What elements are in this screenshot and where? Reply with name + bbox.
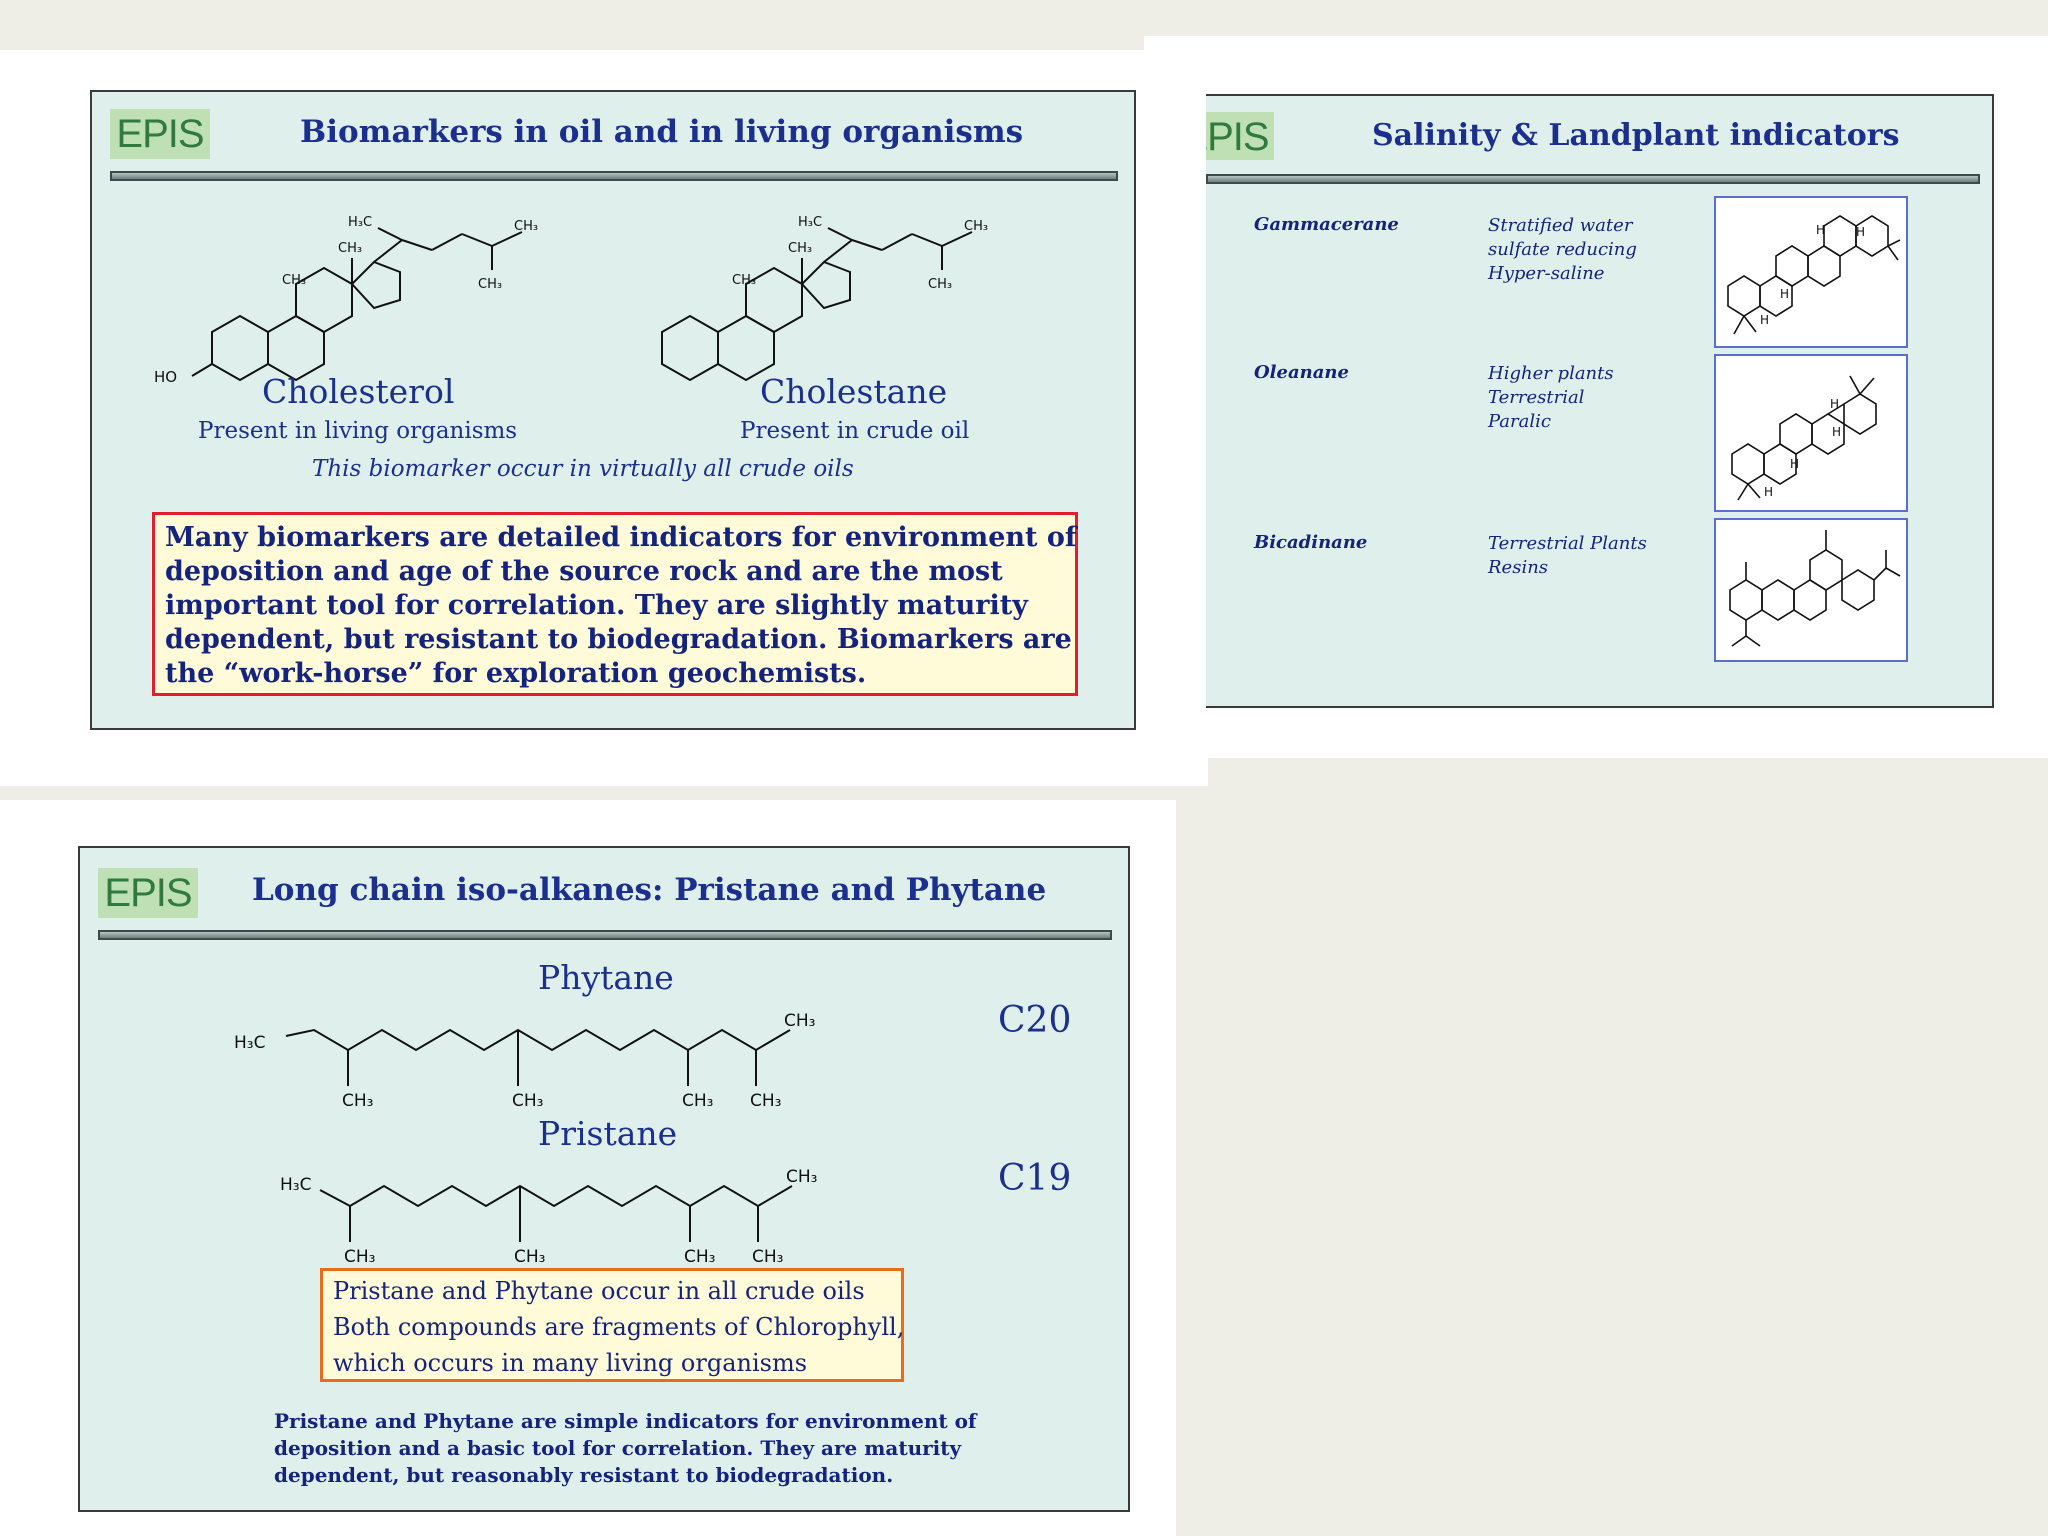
gammacerane-structure: H H H H: [1714, 196, 1908, 348]
h-label: H: [1816, 223, 1825, 237]
ch3-label: CH₃: [732, 273, 756, 288]
biomarker-desc-bicadinane: Terrestrial Plants Resins: [1488, 532, 1647, 580]
summary-line: Pristane and Phytane are simple indicato…: [274, 1409, 977, 1433]
note-line: Pristane and Phytane occur in all crude …: [333, 1277, 865, 1305]
biomarker-desc-oleanane: Higher plants Terrestrial Paralic: [1488, 362, 1614, 434]
pentacyclic-structure-icon: H H H H: [1731, 375, 1877, 501]
phytane-name: Phytane: [538, 958, 674, 997]
note-line: Both compounds are fragments of Chloroph…: [333, 1313, 905, 1341]
desc-line: sulfate reducing: [1488, 239, 1637, 260]
h-label: H: [1856, 225, 1865, 239]
ch3-label: CH₃: [750, 1091, 781, 1110]
h-label: H: [1764, 485, 1773, 499]
biomarker-name-bicadinane: Bicadinane: [1254, 532, 1368, 553]
phytane-carbon-count: C20: [998, 1000, 1072, 1041]
pentacyclic-structure-icon: H H H H: [1727, 215, 1901, 335]
h3c-label: H₃C: [348, 215, 372, 230]
pentacyclic-structure-icon: [1729, 530, 1901, 647]
summary-line: the “work-horse” for exploration geochem…: [165, 658, 867, 689]
ch3-label: CH₃: [342, 1091, 373, 1110]
pristane-carbon-count: C19: [998, 1158, 1072, 1199]
biomarker-desc-gammacerane: Stratified water sulfate reducing Hyper-…: [1488, 214, 1637, 286]
biomarker-summary-box: Many biomarkers are detailed indicators …: [152, 512, 1078, 696]
desc-line: Higher plants: [1488, 363, 1614, 384]
slide-biomarkers: EPIS Biomarkers in oil and in living org…: [90, 90, 1136, 730]
ch3-label: CH₃: [514, 219, 538, 234]
h3c-label: H₃C: [280, 1175, 311, 1195]
h-label: H: [1790, 457, 1799, 471]
slide-isoalkanes: EPIS Long chain iso-alkanes: Pristane an…: [78, 846, 1130, 1512]
ch3-label: CH₃: [752, 1247, 783, 1266]
epis-logo: EPIS: [110, 109, 210, 159]
oleanane-structure: H H H H: [1714, 354, 1908, 512]
ch3-label: CH₃: [786, 1167, 817, 1187]
h-label: H: [1832, 425, 1841, 439]
ch3-label: CH₃: [514, 1247, 545, 1266]
biomarker-name-gammacerane: Gammacerane: [1254, 214, 1399, 235]
slide-title: Salinity & Landplant indicators: [1372, 118, 1900, 153]
cholestane-name: Cholestane: [760, 372, 948, 411]
h-label: H: [1760, 313, 1769, 327]
summary-line: important tool for correlation. They are…: [165, 590, 1028, 621]
summary-line: dependent, but resistant to biodegradati…: [165, 624, 1072, 655]
slide-title: Biomarkers in oil and in living organism…: [300, 114, 1024, 150]
pristane-structure: H₃C CH₃ CH₃ CH₃ CH₃ CH₃: [280, 1167, 817, 1266]
cholesterol-structure: HO CH₃ CH₃ H₃C CH₃ CH₃: [154, 215, 538, 386]
phytane-structure: H₃C CH₃ CH₃ CH₃ CH₃ CH₃: [234, 1011, 815, 1110]
desc-line: Stratified water: [1488, 215, 1633, 236]
h-label: H: [1830, 397, 1839, 411]
title-divider: [110, 171, 1118, 181]
ho-label: HO: [154, 368, 177, 386]
summary-line: deposition and age of the source rock an…: [165, 556, 1003, 587]
slide-salinity: EPIS Salinity & Landplant indicators Gam…: [1206, 94, 1994, 708]
desc-line: Terrestrial Plants: [1488, 533, 1647, 554]
epis-logo: EPIS: [98, 868, 198, 918]
cholesterol-caption: Present in living organisms: [198, 418, 518, 444]
isoalkane-summary: Pristane and Phytane are simple indicato…: [274, 1408, 977, 1489]
ch3-label: CH₃: [788, 241, 812, 256]
cholestane-structure: CH₃ CH₃ H₃C CH₃ CH₃: [661, 215, 988, 382]
cholestane-caption: Present in crude oil: [740, 418, 970, 444]
ch3-label: CH₃: [964, 219, 988, 234]
ch3-label: CH₃: [344, 1247, 375, 1266]
ch3-label: CH₃: [928, 277, 952, 292]
ch3-label: CH₃: [478, 277, 502, 292]
summary-line: Many biomarkers are detailed indicators …: [165, 522, 1077, 553]
title-divider: [98, 930, 1112, 940]
desc-line: Hyper-saline: [1488, 263, 1605, 284]
desc-line: Resins: [1488, 557, 1549, 578]
ch3-label: CH₃: [784, 1011, 815, 1031]
slide-title: Long chain iso-alkanes: Pristane and Phy…: [252, 872, 1047, 908]
epis-logo: EPIS: [1206, 112, 1274, 160]
cholesterol-name: Cholesterol: [262, 372, 455, 411]
h3c-label: H₃C: [234, 1033, 265, 1053]
desc-line: Terrestrial: [1488, 387, 1585, 408]
bicadinane-structure: [1714, 518, 1908, 662]
pristane-name: Pristane: [538, 1114, 678, 1153]
ch3-label: CH₃: [684, 1247, 715, 1266]
ch3-label: CH₃: [338, 241, 362, 256]
biomarker-note: This biomarker occur in virtually all cr…: [312, 456, 854, 482]
ch3-label: CH₃: [682, 1091, 713, 1110]
desc-line: Paralic: [1488, 411, 1551, 432]
biomarker-name-oleanane: Oleanane: [1254, 362, 1349, 383]
chlorophyll-note-box: Pristane and Phytane occur in all crude …: [320, 1268, 904, 1382]
note-line: which occurs in many living organisms: [333, 1349, 808, 1377]
ch3-label: CH₃: [512, 1091, 543, 1110]
ch3-label: CH₃: [282, 273, 306, 288]
summary-line: deposition and a basic tool for correlat…: [274, 1436, 962, 1460]
summary-line: dependent, but reasonably resistant to b…: [274, 1463, 894, 1487]
h3c-label: H₃C: [798, 215, 822, 230]
title-divider: [1206, 174, 1980, 184]
h-label: H: [1780, 287, 1789, 301]
